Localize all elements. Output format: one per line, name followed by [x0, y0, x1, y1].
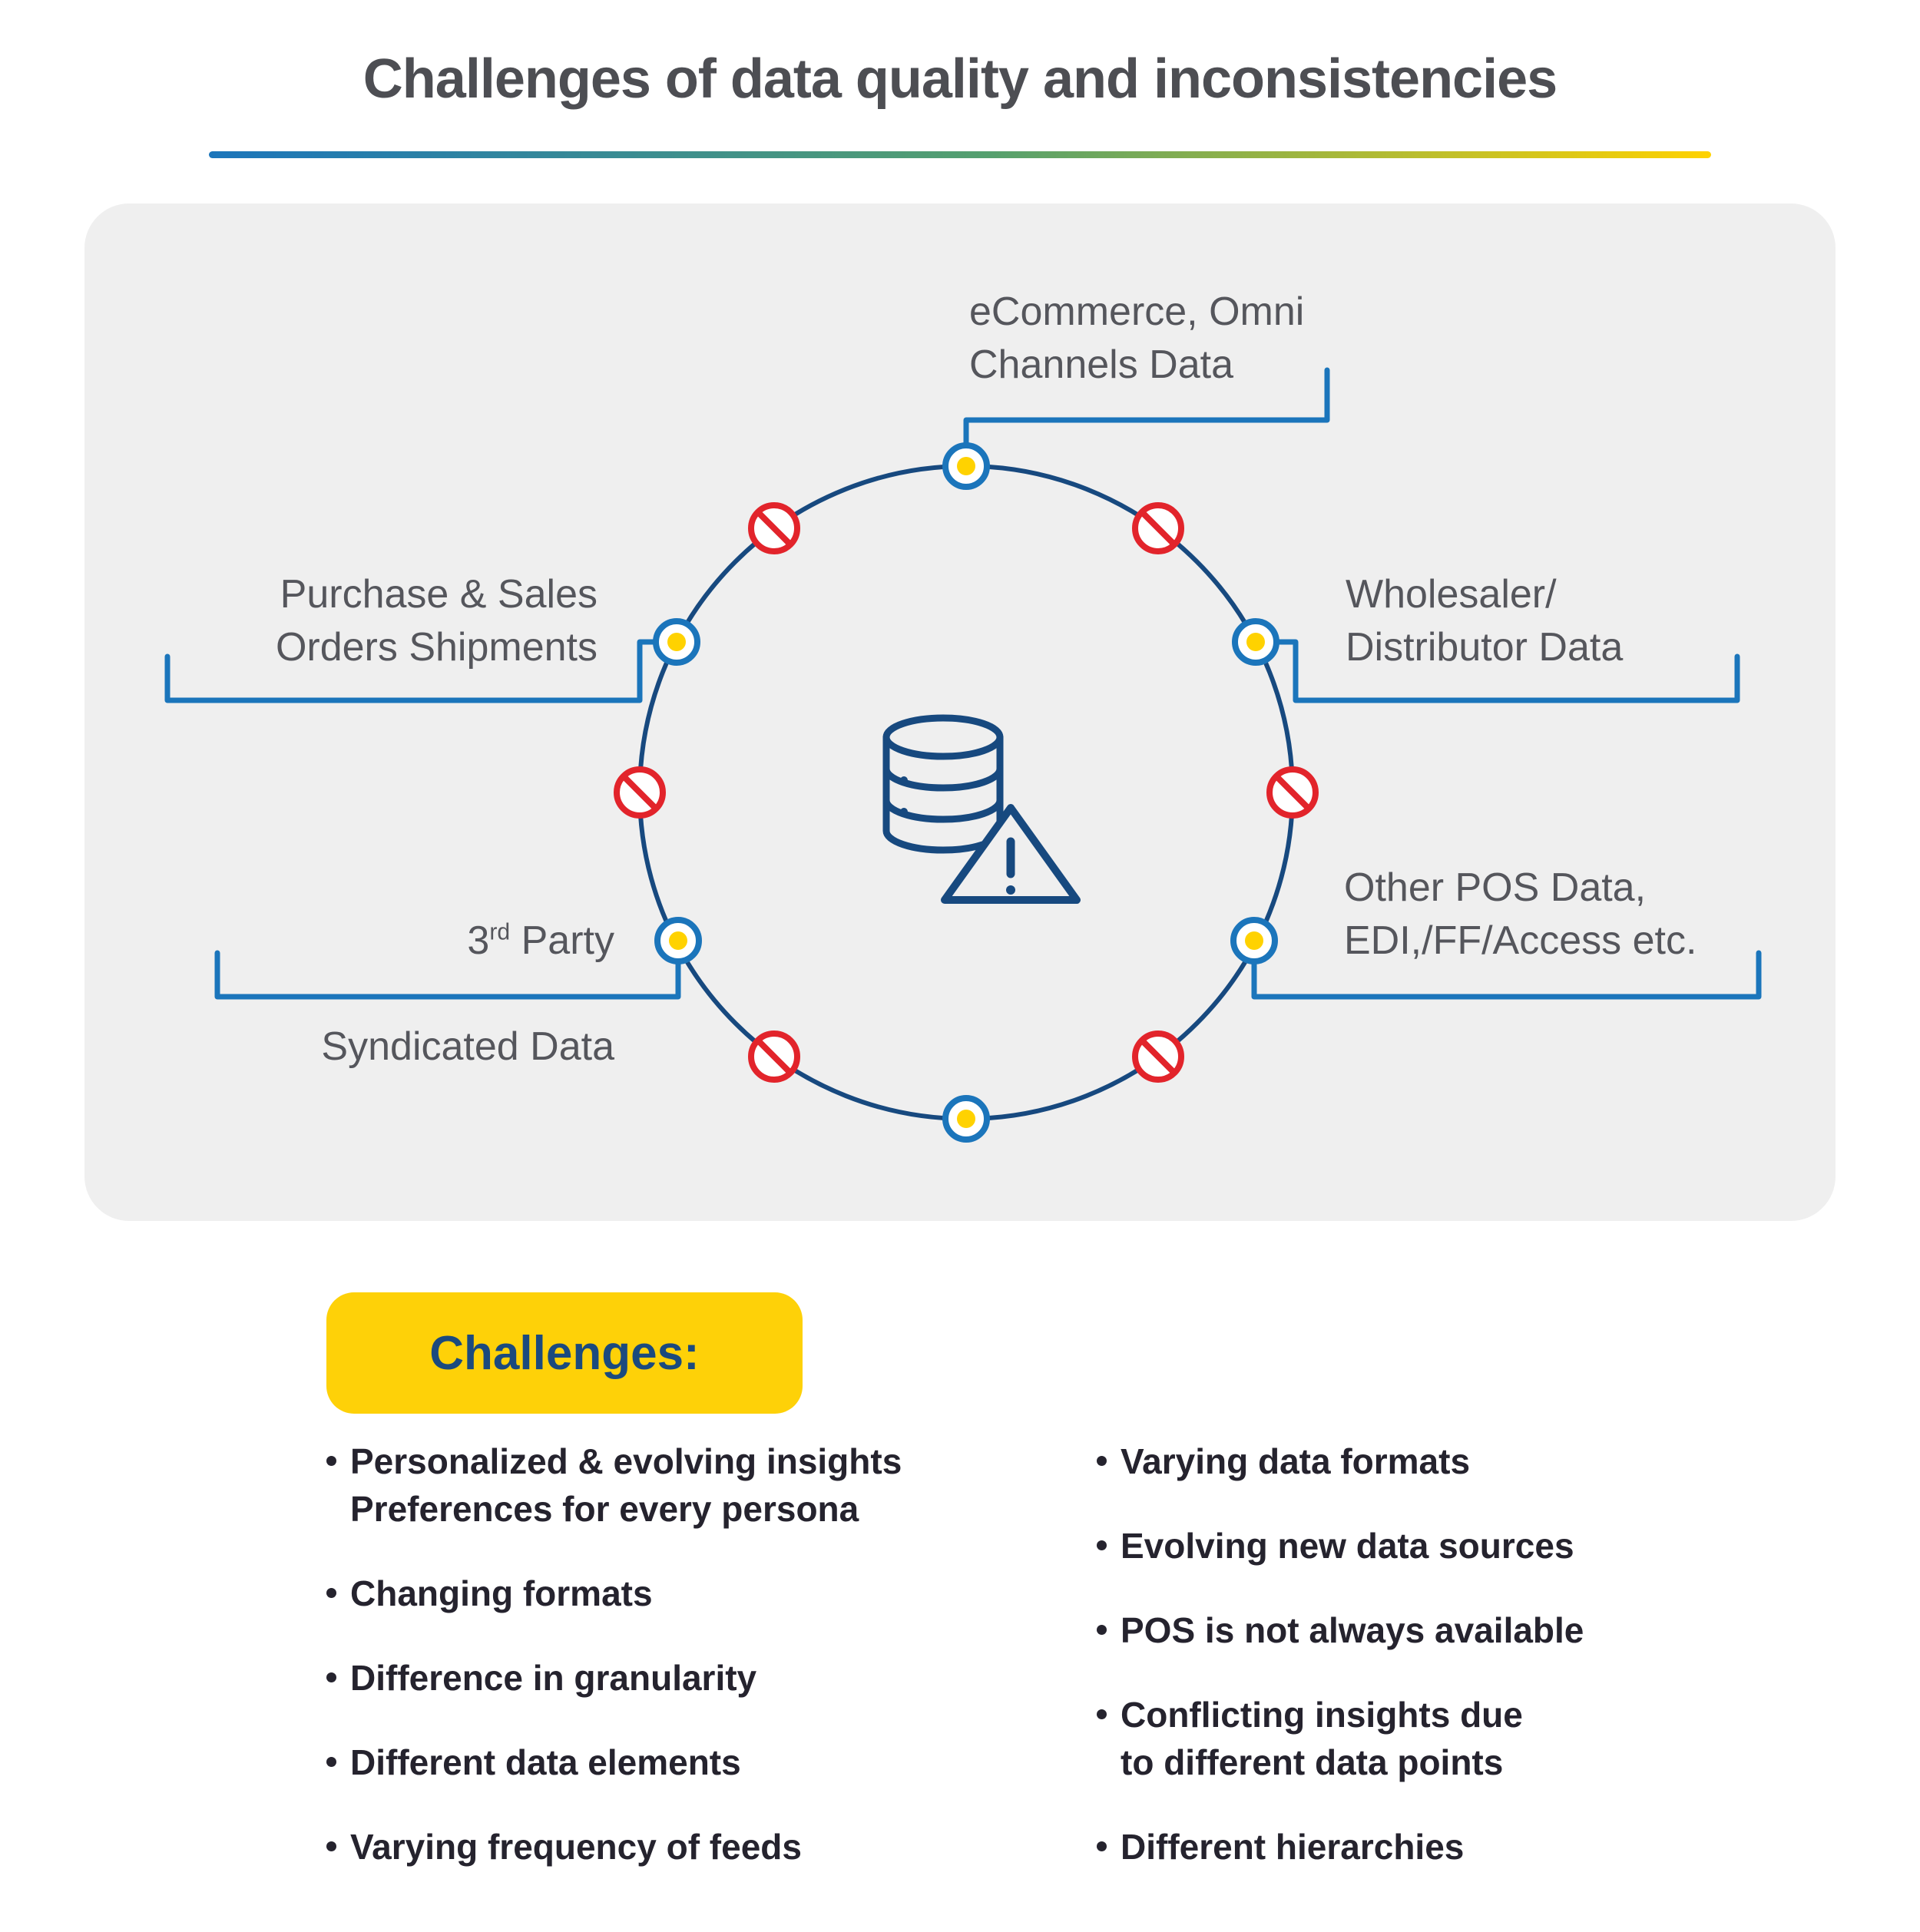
database-top	[882, 714, 1004, 760]
title-underline-gradient	[209, 151, 1711, 158]
data-source-node	[1230, 917, 1278, 964]
diagram-panel	[84, 203, 1836, 1221]
challenge-item: Varying data formats	[1097, 1437, 1834, 1485]
connector-purchase	[164, 639, 658, 703]
challenge-item: Different hierarchies	[1097, 1823, 1834, 1871]
challenge-item: Personalized & evolving insights Prefere…	[326, 1437, 1064, 1533]
data-source-node	[942, 442, 990, 490]
data-source-node	[1232, 618, 1279, 666]
data-source-node	[653, 618, 700, 666]
challenge-item: Changing formats	[326, 1570, 1064, 1617]
no-entry-icon	[748, 502, 800, 554]
warning-exclamation-dot	[1006, 885, 1015, 895]
challenge-item: Varying frequency of feeds	[326, 1823, 1064, 1871]
page-title: Challenges of data quality and inconsist…	[362, 48, 1558, 110]
data-source-node	[942, 1095, 990, 1143]
ordinal-superscript: rd	[489, 919, 511, 945]
label-purchase-sales-orders: Purchase & Sales Orders Shipments	[275, 572, 598, 670]
challenge-item: Difference in granularity	[326, 1654, 1064, 1702]
challenges-heading: Challenges:	[429, 1326, 700, 1380]
no-entry-icon	[1266, 766, 1319, 819]
data-source-node	[654, 917, 702, 964]
challenges-list-left: Personalized & evolving insights Prefere…	[326, 1437, 1064, 1908]
challenges-list-right: Varying data formats Evolving new data s…	[1097, 1437, 1834, 1908]
label-ecommerce-omni-channels: eCommerce, Omni Channels Data	[969, 289, 1305, 388]
no-entry-icon	[748, 1031, 800, 1083]
label-line-1: 3rd Party	[467, 918, 614, 964]
label-third-party-syndicated: 3rd Party Syndicated Data	[321, 862, 614, 1127]
challenge-item: Different data elements	[326, 1738, 1064, 1786]
database-warning-icon	[882, 714, 1081, 904]
challenge-item: POS is not always available	[1097, 1606, 1834, 1654]
no-entry-icon	[614, 766, 666, 819]
label-wholesaler-distributor: Wholesaler/ Distributor Data	[1346, 572, 1624, 670]
connector-other-pos	[1251, 950, 1762, 1000]
no-entry-icon	[1132, 502, 1184, 554]
connector-third-party	[214, 950, 681, 1000]
connector-ecommerce	[963, 367, 1330, 448]
label-line-2: Syndicated Data	[321, 1024, 614, 1070]
challenges-badge: Challenges:	[326, 1292, 803, 1414]
challenge-item: Conflicting insights due to different da…	[1097, 1691, 1834, 1786]
connector-wholesaler	[1274, 639, 1740, 703]
database-band	[882, 765, 1004, 792]
database-band	[882, 796, 1004, 823]
challenge-item: Evolving new data sources	[1097, 1522, 1834, 1570]
no-entry-icon	[1132, 1031, 1184, 1083]
label-other-pos-data: Other POS Data, EDI,/FF/Access etc.	[1344, 865, 1697, 964]
